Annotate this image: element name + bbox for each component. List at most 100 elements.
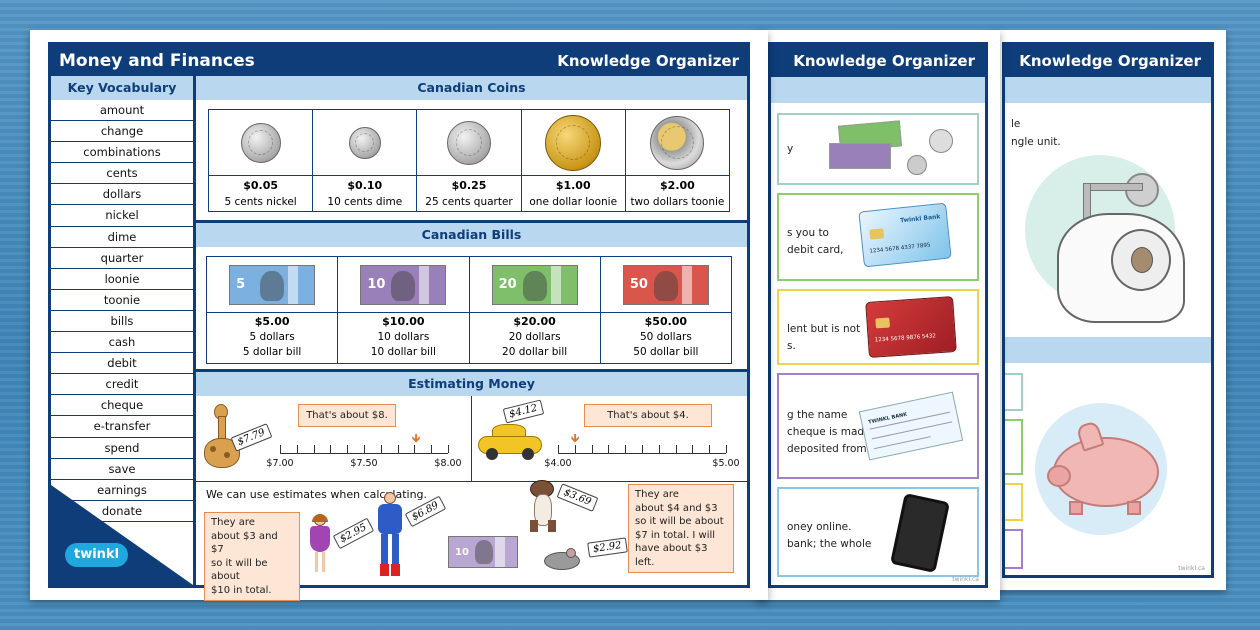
main-sheet-frame: Money and Finances Knowledge Organizer K… <box>48 42 750 601</box>
toy-car-icon <box>478 420 542 462</box>
header-knowledge-organizer: Knowledge Organizer <box>557 51 739 70</box>
number-line-tick <box>431 445 433 453</box>
number-line-tick <box>313 445 315 453</box>
coin-value: $1.00 <box>555 179 591 192</box>
back3-box-4 <box>1005 529 1023 569</box>
superhero-toy-icon <box>374 492 406 580</box>
number-line-label: $7.00 <box>266 458 294 469</box>
ten-dollar-bill-icon: 10 <box>448 536 518 568</box>
bill-value: $50.00 <box>644 315 688 328</box>
number-line-label: $8.00 <box>434 458 462 469</box>
bill-icon <box>829 143 891 169</box>
bill-icon: 10 <box>360 264 447 305</box>
calculation-callout-left: They are about $3 and $7 so it will be a… <box>204 512 300 601</box>
main-sheet[interactable]: Money and Finances Knowledge Organizer K… <box>30 30 768 601</box>
number-line-tick <box>414 445 416 453</box>
number-line-tick <box>280 445 281 453</box>
bill-words: 5 dollars <box>249 330 295 343</box>
toonie-coin-icon <box>650 115 705 170</box>
back2-box-etransfer: oney online. bank; the whole <box>777 487 979 577</box>
back-sheet-3-frame: Knowledge Organizer le ngle unit. <box>1002 42 1214 578</box>
mouse-toy-icon <box>540 548 584 572</box>
bill-words: 50 dollars <box>639 330 692 343</box>
back3-snippet: ngle unit. <box>1011 136 1061 148</box>
bill-image: 20 <box>469 257 600 313</box>
vocabulary-item: dollars <box>51 184 193 206</box>
coin-cell-dime: $0.10 10 cents dime <box>313 110 418 211</box>
estimating-heading: Estimating Money <box>196 372 747 396</box>
number-line-label: $4.00 <box>544 458 572 469</box>
bill-words: 20 dollars <box>508 330 561 343</box>
toilet-paper-icon <box>1047 173 1185 323</box>
back2-box-credit: lent but is not s. 1234 5678 9876 5432 <box>777 289 979 365</box>
number-line-tick <box>364 445 365 453</box>
number-line-tick <box>591 445 593 453</box>
vocabulary-item: loonie <box>51 269 193 290</box>
phone-icon <box>890 493 950 573</box>
coin-desc: 5 cents nickel <box>224 196 297 208</box>
back-sheet-2-frame: Knowledge Organizer y s you to debit car… <box>768 42 988 588</box>
estimate-example-giraffe: $7.79 That's about $8. 🡻 $7.00 $7.50 $8.… <box>196 396 472 482</box>
bills-heading: Canadian Bills <box>196 223 747 247</box>
number-line-tick <box>347 445 349 453</box>
back-sheet-2-header: Knowledge Organizer <box>771 45 985 77</box>
bill-denomination: 10 <box>367 277 386 292</box>
number-line-tick <box>658 445 660 453</box>
bill-denomination: 50 <box>629 277 648 292</box>
vocabulary-item: dime <box>51 227 193 248</box>
vocabulary-item: toonie <box>51 290 193 311</box>
back2-box-cheque: g the name cheque is made deposited from… <box>777 373 979 479</box>
bill-icon: 20 <box>491 264 578 305</box>
number-line-tick <box>726 445 727 453</box>
back3-box-3 <box>1005 483 1023 521</box>
back2-footer: twinkl.ca <box>952 576 979 583</box>
vocabulary-item: earnings <box>51 480 193 501</box>
coin-value: $0.25 <box>451 179 487 192</box>
back2-box-cash: y <box>777 113 979 185</box>
number-line-tick <box>296 445 298 453</box>
bill-icon: 5 <box>229 264 316 305</box>
vocabulary-item: spend <box>51 438 193 459</box>
down-arrow-icon: 🡻 <box>411 431 421 445</box>
vocabulary-item: cents <box>51 163 193 185</box>
bill-name: 5 dollar bill <box>242 346 302 358</box>
number-line-tick <box>692 445 694 453</box>
number-line-tick <box>448 445 449 453</box>
back-sheet-3[interactable]: Knowledge Organizer le ngle unit. <box>990 30 1226 590</box>
back-sheet-2[interactable]: Knowledge Organizer y s you to debit car… <box>756 30 1000 600</box>
doll-toy-icon <box>308 514 332 576</box>
coin-value: $0.10 <box>347 179 383 192</box>
bill-image: 5 <box>207 257 338 313</box>
giraffe-toy-icon <box>202 404 246 474</box>
number-line-tick <box>642 445 643 453</box>
back3-footer: twinkl.ca <box>1178 565 1205 572</box>
price-tag: $2.95 <box>332 517 374 550</box>
number-line-tick <box>709 445 711 453</box>
vocabulary-item: change <box>51 121 193 143</box>
main-header: Money and Finances Knowledge Organizer <box>51 45 747 76</box>
piggy-bank-icon <box>1047 417 1167 517</box>
vocabulary-heading: Key Vocabulary <box>51 76 193 100</box>
number-line-tick <box>397 445 399 453</box>
dime-coin-icon <box>348 126 381 159</box>
coin-desc: 10 cents dime <box>327 196 403 208</box>
coins-heading: Canadian Coins <box>196 76 747 100</box>
bill-name: 10 dollar bill <box>370 346 436 358</box>
vocabulary-item: combinations <box>51 142 193 164</box>
bill-image: 50 <box>600 257 731 313</box>
coin-value: $0.05 <box>243 179 278 192</box>
twinkl-logo: twinkl <box>65 543 129 567</box>
bill-icon: 50 <box>622 264 709 305</box>
vocabulary-item: cheque <box>51 395 193 417</box>
estimate-callout: That's about $4. <box>584 404 712 427</box>
